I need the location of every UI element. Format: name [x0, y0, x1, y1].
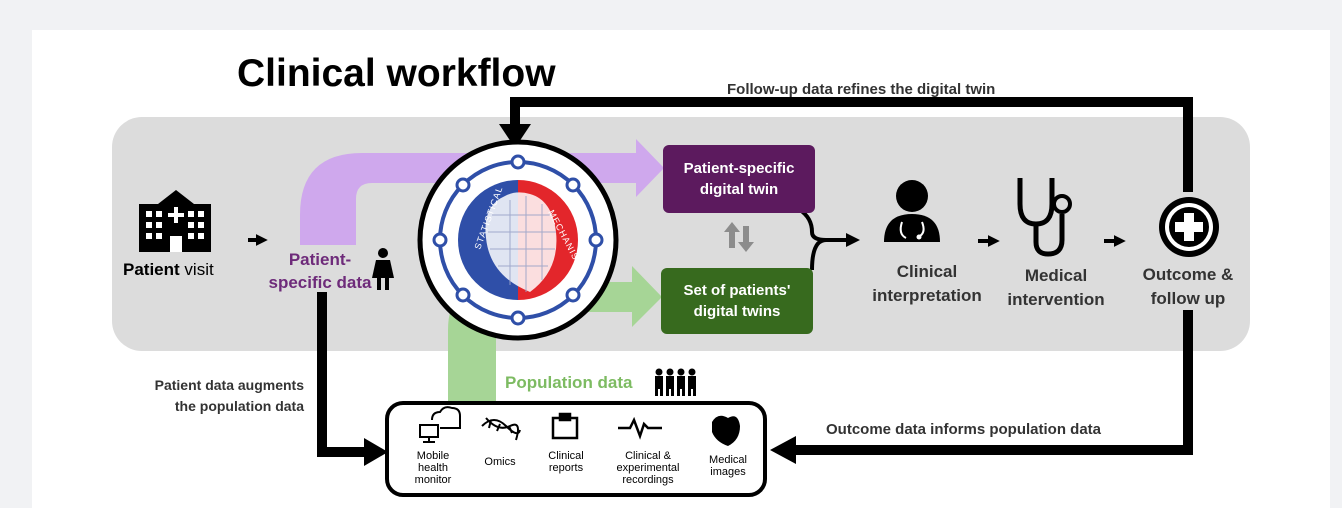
clinical-interpretation-line1: Clinical [896, 262, 958, 281]
set-twins-line1: Set of patients' [683, 282, 791, 299]
hospital-icon [139, 190, 211, 252]
set-twins-line2: digital twins [693, 303, 781, 320]
patient-augments-label: Patient data augments the population dat… [100, 375, 304, 417]
population-data-label: Population data [505, 373, 633, 392]
woman-icon [372, 248, 394, 290]
outcome-line1: Outcome & [1142, 265, 1234, 284]
crowd-icon [655, 368, 696, 396]
source-clinical-line1: Clinical [548, 450, 583, 462]
outcome-informs-arrowhead [770, 436, 796, 464]
model-circle: STATISTICAL MECHANISTIC [417, 139, 619, 341]
medical-intervention-line1: Medical [1024, 266, 1088, 285]
patient-specific-data-label: Patient- specific data [260, 248, 380, 294]
source-mobile-line2: health [418, 462, 448, 474]
population-sources-box [385, 401, 767, 497]
follow-up-arrowhead [499, 124, 531, 148]
plus-circle-icon [1159, 197, 1219, 257]
outcome-informs-line [790, 310, 1193, 455]
source-labels: Mobile health monitor Omics Clinical rep… [415, 450, 747, 486]
medical-intervention-line2: intervention [1007, 290, 1105, 309]
source-recordings-line2: experimental [617, 462, 680, 474]
heart-icon [712, 415, 740, 446]
source-recordings-line1: Clinical & [625, 450, 672, 462]
patient-visit-label: Patient visit [123, 260, 214, 280]
source-clinical-line2: reports [549, 462, 584, 474]
mobile-health-icon [419, 406, 461, 443]
follow-up-loop [510, 97, 1193, 192]
patient-augments-line2: the population data [174, 398, 304, 414]
clinical-interpretation-label: Clinical interpretation [862, 260, 992, 308]
patient-twin-line1: Patient-specific [683, 160, 795, 177]
outcome-informs-label: Outcome data informs population data [826, 421, 1102, 438]
source-mobile-line1: Mobile [417, 450, 449, 462]
source-mobile-line3: monitor [415, 474, 452, 486]
source-recordings-line3: recordings [622, 474, 674, 486]
outcome-label: Outcome & follow up [1128, 263, 1248, 311]
patient-twin-box [663, 145, 815, 213]
patient-augments-line1: Patient data augments [154, 377, 304, 393]
patient-twin-line2: digital twin [699, 181, 779, 198]
outcome-line2: follow up [1150, 289, 1226, 308]
medical-intervention-label: Medical intervention [996, 264, 1116, 312]
doctor-icon [884, 180, 940, 242]
patient-visit-rest: visit [179, 260, 214, 279]
dna-icon [481, 417, 521, 441]
follow-up-label: Follow-up data refines the digital twin [727, 81, 996, 98]
clipboard-icon [551, 412, 579, 440]
patient-specific-data-line2: specific data [268, 273, 372, 292]
twin-merge-connector [798, 208, 848, 271]
stethoscope-icon [1017, 178, 1072, 257]
set-twins-box [661, 268, 813, 334]
set-twins-label: Set of patients' digital twins [661, 280, 813, 322]
patient-augments-line [317, 292, 368, 457]
heart-mesh [485, 192, 557, 292]
patient-augments-arrowhead [364, 438, 388, 466]
source-images-line2: images [710, 466, 746, 478]
clinical-interpretation-line2: interpretation [872, 286, 982, 305]
patient-specific-data-line1: Patient- [288, 250, 352, 269]
patient-twin-label: Patient-specific digital twin [663, 158, 815, 200]
source-images-line1: Medical [709, 454, 747, 466]
page-title: Clinical workflow [237, 52, 556, 95]
waveform-icon [618, 416, 662, 440]
patient-visit-bold: Patient [123, 260, 180, 279]
source-omics: Omics [484, 456, 516, 468]
exchange-icon [724, 222, 754, 252]
